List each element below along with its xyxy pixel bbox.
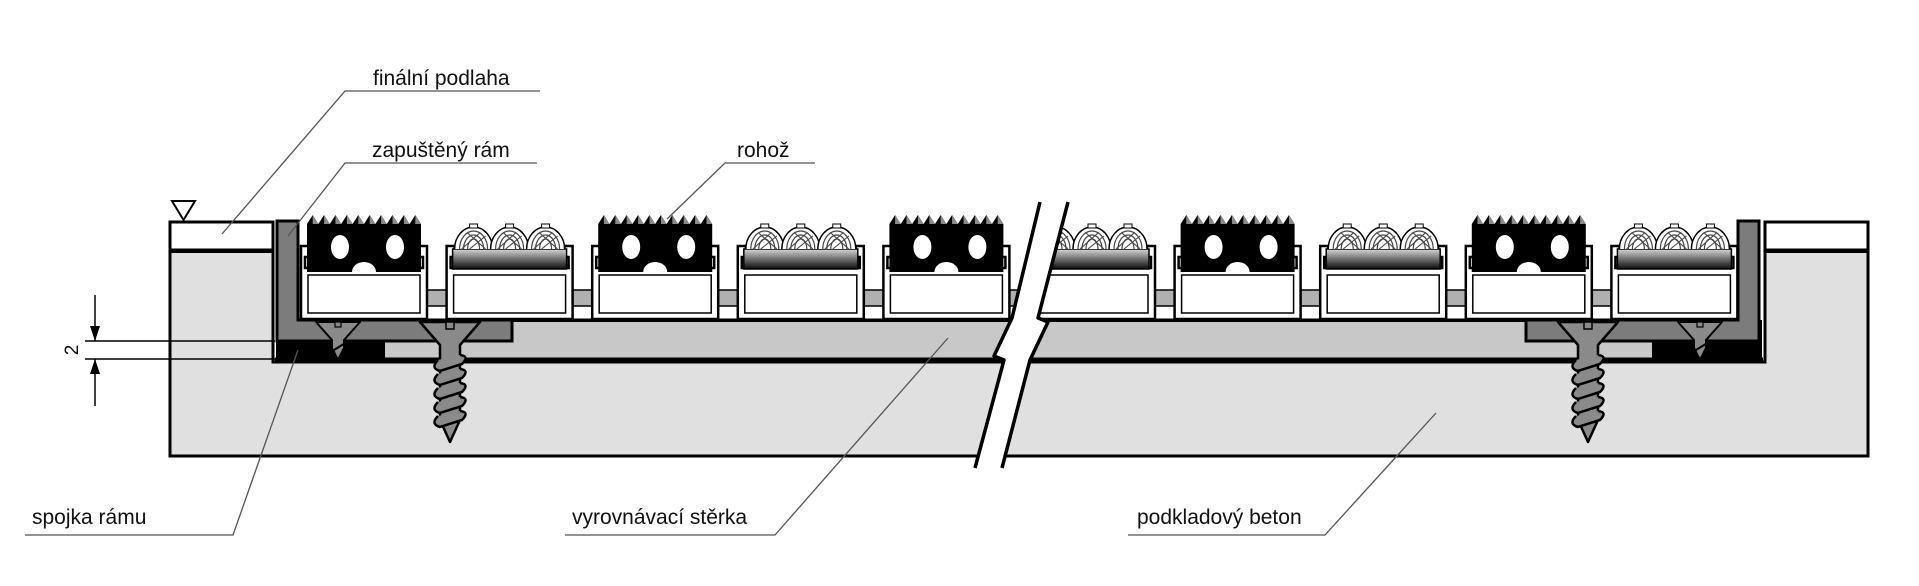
connector-bar bbox=[1443, 289, 1469, 307]
label-final-floor: finální podlaha bbox=[373, 67, 510, 90]
connector-bar bbox=[1152, 289, 1178, 307]
profile-chamber bbox=[1180, 274, 1295, 314]
dimension-value: 2 bbox=[62, 345, 83, 356]
drain-hole bbox=[1495, 235, 1514, 259]
textile-loop bbox=[489, 223, 530, 250]
drain-hole bbox=[913, 235, 932, 259]
label-leveling-screed: vyrovnávací stěrka bbox=[572, 506, 747, 529]
anchor-screw-small bbox=[315, 321, 361, 361]
textile-loop bbox=[1072, 223, 1112, 250]
profile-chamber bbox=[889, 274, 1004, 314]
screw-thread bbox=[433, 353, 467, 373]
profile-chamber bbox=[598, 274, 712, 314]
textile-loop bbox=[1108, 223, 1148, 250]
mat-rubber bbox=[299, 215, 429, 321]
textile-base-strip bbox=[451, 248, 568, 270]
drain-channel bbox=[934, 262, 959, 272]
dimension-marker: 2 bbox=[62, 295, 275, 406]
label-frame-joint: spojka rámu bbox=[32, 506, 146, 529]
drain-hole bbox=[1204, 235, 1223, 259]
mat-textile bbox=[1318, 223, 1448, 321]
textile-loop bbox=[1327, 223, 1367, 250]
leader-frame-joint bbox=[25, 349, 299, 536]
label-base-concrete: podkladový beton bbox=[1137, 506, 1302, 529]
final-floor-left bbox=[168, 220, 275, 252]
mat-textile bbox=[1610, 223, 1739, 321]
textile-loop bbox=[1690, 223, 1731, 250]
drain-hole bbox=[1550, 235, 1569, 259]
connector-bar bbox=[861, 289, 887, 307]
connector-bar bbox=[715, 289, 741, 307]
mat-rubber bbox=[1464, 215, 1594, 321]
screw-thread bbox=[433, 381, 467, 401]
anchor-screws bbox=[315, 320, 1723, 444]
screw-thread bbox=[433, 395, 467, 415]
profile-chamber bbox=[307, 274, 421, 314]
textile-loop bbox=[817, 223, 857, 250]
screw-thread bbox=[433, 367, 467, 387]
final-floor bbox=[168, 220, 1870, 253]
drain-channel bbox=[352, 262, 376, 272]
leader-leveling-screed bbox=[565, 337, 949, 536]
drain-channel bbox=[643, 262, 668, 272]
label-recessed-frame: zapuštěný rám bbox=[372, 139, 510, 162]
drain-hole bbox=[386, 235, 404, 259]
drain-hole bbox=[968, 235, 987, 259]
leader-recessed-frame bbox=[287, 162, 537, 237]
drain-channel bbox=[1225, 262, 1250, 272]
textile-loop bbox=[525, 223, 566, 250]
textile-loop bbox=[1363, 223, 1403, 250]
break-line-icon bbox=[973, 201, 1070, 469]
mat-textile bbox=[445, 223, 574, 321]
frame-joint-right bbox=[1652, 341, 1760, 360]
mat-textile bbox=[736, 223, 866, 321]
textile-loop bbox=[1618, 223, 1659, 250]
drain-hole bbox=[677, 235, 696, 259]
anchor-screw-large bbox=[418, 320, 482, 444]
connector-bar bbox=[569, 289, 595, 307]
profile-chamber bbox=[744, 274, 858, 314]
leader-final-floor bbox=[221, 90, 540, 235]
textile-base-strip bbox=[1616, 248, 1733, 270]
leader-mat bbox=[666, 162, 815, 220]
level-triangle-icon bbox=[170, 200, 197, 222]
textile-base-strip bbox=[743, 248, 859, 270]
textile-base-strip bbox=[1325, 248, 1441, 270]
drain-channel bbox=[1516, 262, 1541, 272]
textile-loop bbox=[781, 223, 821, 250]
anchor-screw-small bbox=[1677, 321, 1723, 361]
connector-bar bbox=[1297, 289, 1323, 307]
profile-chamber bbox=[1035, 274, 1149, 314]
screw-thread bbox=[1571, 395, 1605, 415]
profile-chamber bbox=[1617, 274, 1732, 314]
textile-loop bbox=[745, 223, 785, 250]
mat-rubber bbox=[882, 215, 1011, 321]
connector-bar bbox=[424, 289, 450, 307]
mat-rubber bbox=[590, 215, 720, 321]
textile-loop bbox=[1399, 223, 1439, 250]
final-floor-right bbox=[1763, 220, 1870, 252]
leader-lines bbox=[25, 90, 1437, 536]
drain-hole bbox=[1259, 235, 1278, 259]
drain-hole bbox=[622, 235, 641, 259]
connector-bar bbox=[1589, 289, 1615, 307]
textile-loop bbox=[453, 223, 494, 250]
profile-chamber bbox=[1326, 274, 1440, 314]
leader-base-concrete bbox=[1128, 412, 1437, 536]
textile-loop bbox=[1654, 223, 1695, 250]
anchor-screw-large bbox=[1556, 320, 1620, 444]
profile-chamber bbox=[1472, 274, 1586, 314]
mat-textile bbox=[1027, 223, 1157, 321]
profile-chamber bbox=[452, 274, 567, 314]
label-mat: rohož bbox=[737, 139, 790, 162]
mat-segments bbox=[299, 215, 1739, 321]
mat-rubber bbox=[1173, 215, 1302, 321]
screw-thread bbox=[433, 409, 467, 429]
screw-thread bbox=[1571, 409, 1605, 429]
screw-thread bbox=[1571, 381, 1605, 401]
drain-hole bbox=[331, 235, 349, 259]
screw-thread bbox=[1571, 367, 1605, 387]
screw-thread bbox=[1571, 353, 1605, 373]
